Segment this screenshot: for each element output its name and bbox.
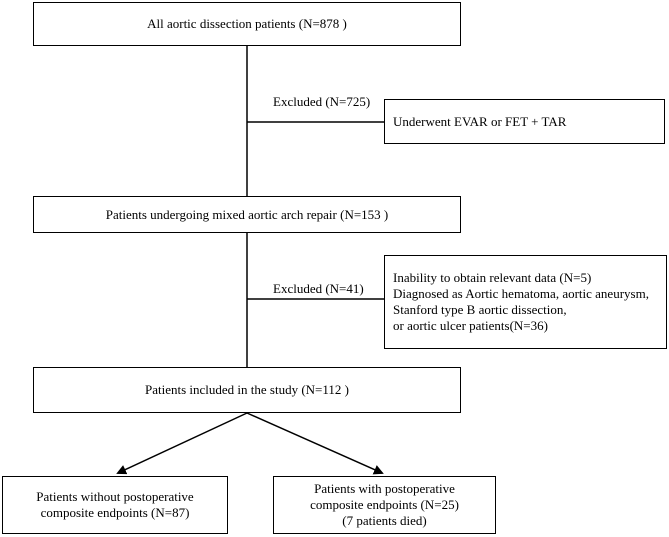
excluded-label-2: Excluded (N=41) — [273, 281, 364, 296]
excluded-reason-line: Diagnosed as Aortic hematoma, aortic ane… — [393, 286, 649, 301]
mixed-repair-text: Patients undergoing mixed aortic arch re… — [105, 206, 389, 222]
box-excluded-reason-1: Underwent EVAR or FET + TAR — [384, 99, 665, 144]
box-excluded-reasons-2: Inability to obtain relevant data (N=5) … — [384, 255, 667, 349]
box-all-patients: All aortic dissection patients (N=878 ) — [33, 2, 461, 46]
excluded-reason-line: Inability to obtain relevant data (N=5) — [393, 270, 592, 285]
box-mixed-repair: Patients undergoing mixed aortic arch re… — [33, 196, 461, 233]
all-patients-text: All aortic dissection patients (N=878 ) — [147, 16, 347, 31]
arrow-to-without — [116, 412, 248, 475]
excluded-reason-line: Stanford type B aortic dissection, — [393, 302, 567, 317]
with-endpoints-line: composite endpoints (N=25) — [310, 497, 459, 512]
box-without-endpoints: Patients without postoperative composite… — [2, 476, 228, 534]
box-with-endpoints: Patients with postoperative composite en… — [273, 476, 496, 534]
without-endpoints-line: composite endpoints (N=87) — [40, 505, 190, 520]
with-endpoints-line: (7 patients died) — [342, 513, 427, 528]
arrow-to-with — [246, 412, 384, 475]
excluded-reason-line: or aortic ulcer patients(N=36) — [393, 318, 548, 333]
box-included: Patients included in the study (N=112 ) — [33, 367, 461, 413]
excluded-reason-1-text: Underwent EVAR or FET + TAR — [393, 113, 567, 129]
without-endpoints-line: Patients without postoperative — [36, 489, 194, 504]
excluded-label-1: Excluded (N=725) — [273, 94, 371, 109]
with-endpoints-line: Patients with postoperative — [314, 481, 455, 496]
included-text: Patients included in the study (N=112 ) — [145, 382, 349, 397]
